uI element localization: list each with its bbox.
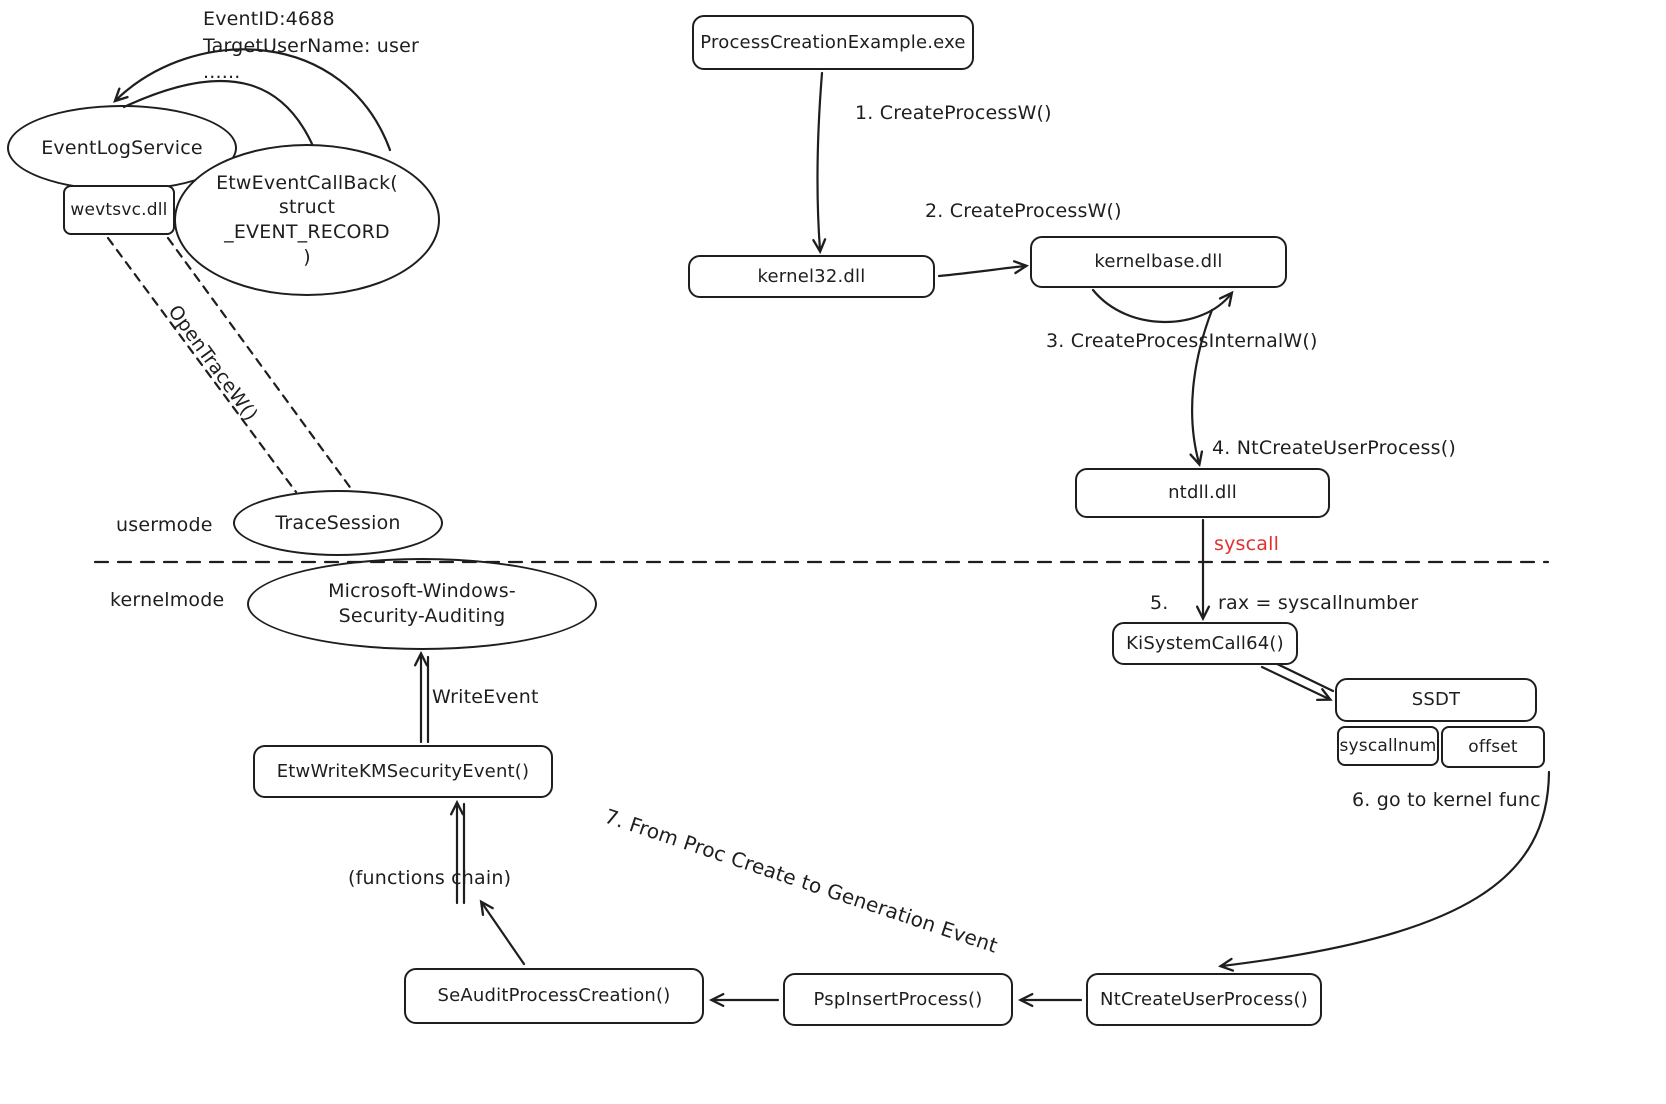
arrow-step2 <box>937 260 1030 278</box>
arrow-step1 <box>812 71 827 255</box>
arrow-step6 <box>1217 770 1551 972</box>
arrow-callback-to-eventlogservice <box>113 48 392 152</box>
arrow-to-ssdt <box>1260 665 1333 702</box>
label-syscall: syscall <box>1214 533 1280 555</box>
label-write-event: WriteEvent <box>432 686 539 708</box>
node-kernelbase: kernelbase.dll <box>1030 236 1287 288</box>
node-security-auditing: Microsoft-Windows- Security-Auditing <box>247 558 597 650</box>
label-step5: rax = syscallnumber <box>1218 592 1419 614</box>
arrow-seaudit-to-chain <box>479 899 526 966</box>
arrow-step3-selfloop <box>1091 288 1234 324</box>
node-ntdll: ntdll.dll <box>1075 468 1330 518</box>
node-kernel32: kernel32.dll <box>688 255 935 298</box>
node-etw-event-callback: EtwEventCallBack( struct _EVENT_RECORD ) <box>174 144 440 296</box>
label-step3: 3. CreateProcessInternalW() <box>1046 330 1318 352</box>
node-etw-write-km-security-event: EtwWriteKMSecurityEvent() <box>253 745 553 798</box>
line-opentrace-2 <box>166 236 354 492</box>
arrow-callback-to-eventlogservice-2 <box>122 79 324 172</box>
label-kernelmode: kernelmode <box>110 589 225 611</box>
node-process-creation-example: ProcessCreationExample.exe <box>692 15 974 70</box>
label-step5-num: 5. <box>1150 592 1169 614</box>
label-step6: 6. go to kernel func <box>1352 789 1541 811</box>
node-nt-create-user-process: NtCreateUserProcess() <box>1086 973 1322 1026</box>
node-ssdt-syscallnum: syscallnum <box>1337 726 1439 766</box>
node-se-audit-process-creation: SeAuditProcessCreation() <box>404 968 704 1024</box>
node-wevtsvc: wevtsvc.dll <box>63 185 175 235</box>
line-opentrace-1 <box>106 236 298 494</box>
node-ssdt-offset: offset <box>1441 726 1545 768</box>
label-usermode: usermode <box>116 514 213 536</box>
arrow-step4 <box>1189 308 1214 467</box>
node-trace-session: TraceSession <box>233 490 443 556</box>
node-psp-insert-process: PspInsertProcess() <box>783 973 1013 1026</box>
arrow-to-ssdt-2 <box>1267 658 1335 693</box>
label-event-fields: EventID:4688 TargetUserName: user ...... <box>203 8 420 84</box>
node-ssdt: SSDT <box>1335 678 1537 722</box>
label-functions-chain: (functions chain) <box>348 867 512 889</box>
label-step4: 4. NtCreateUserProcess() <box>1212 437 1456 459</box>
label-step1: 1. CreateProcessW() <box>855 102 1052 124</box>
node-ki-system-call64: KiSystemCall64() <box>1112 622 1298 665</box>
label-step2: 2. CreateProcessW() <box>925 200 1122 222</box>
